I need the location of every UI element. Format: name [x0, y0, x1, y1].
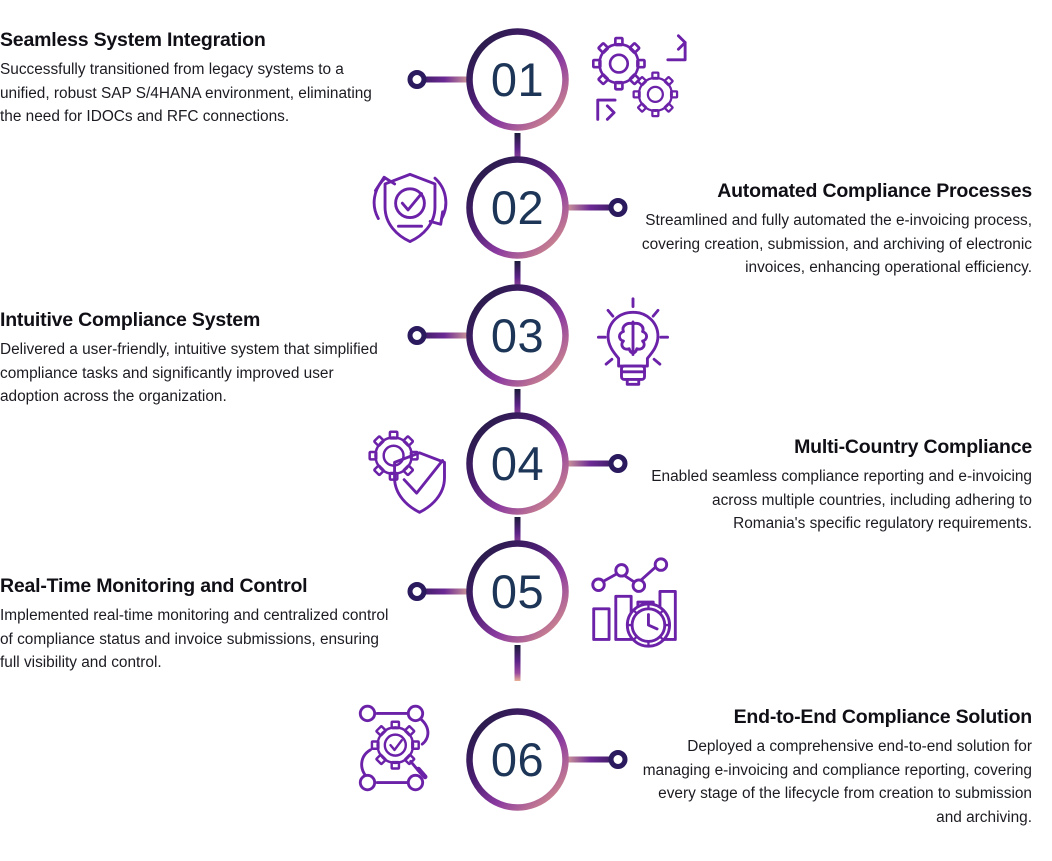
gears-sync-icon — [592, 31, 688, 127]
endpoint-dot-03 — [407, 326, 427, 345]
step-title-06: End-to-End Compliance Solution — [733, 706, 1033, 728]
connector-01-02 — [514, 133, 521, 169]
step-number-01: 01 — [491, 53, 544, 106]
step-circle-06 — [466, 708, 569, 811]
endpoint-dot-05 — [407, 582, 427, 601]
arm-01 — [420, 76, 475, 83]
step-description-04: Enabled seamless compliance reporting an… — [651, 468, 1032, 532]
step-number-02: 02 — [491, 181, 544, 234]
arm-04 — [560, 460, 615, 467]
endpoint-dot-02 — [608, 198, 628, 217]
step-circle-03 — [466, 284, 569, 387]
step-number-03: 03 — [491, 309, 544, 362]
endpoint-dot-01 — [407, 70, 427, 89]
step-title-01: Seamless System Integration — [0, 29, 266, 51]
step-text-02: Automated Compliance Processes Streamlin… — [637, 179, 1032, 280]
step-text-06: End-to-End Compliance Solution Deployed … — [637, 705, 1032, 829]
step-text-05: Real-Time Monitoring and Control Impleme… — [0, 574, 395, 675]
step-text-04: Multi-Country Compliance Enabled seamles… — [637, 435, 1032, 536]
vertical-connectors — [514, 133, 521, 681]
step-text-01: Seamless System Integration Successfully… — [0, 28, 395, 129]
step-title-02: Automated Compliance Processes — [717, 180, 1032, 202]
connector-05-06 — [514, 645, 521, 681]
connector-04-05 — [514, 517, 521, 553]
brain-lightbulb-icon — [585, 295, 681, 391]
gear-shield-check-icon — [360, 424, 456, 520]
step-circle-01 — [466, 28, 569, 131]
arm-02 — [560, 204, 615, 211]
node-06: 06 — [466, 708, 628, 811]
step-circle-04 — [466, 412, 569, 515]
step-circle-05 — [466, 540, 569, 643]
step-title-03: Intuitive Compliance System — [0, 309, 261, 331]
node-02: 02 — [466, 156, 628, 259]
step-title-05: Real-Time Monitoring and Control — [0, 575, 308, 597]
arm-03 — [420, 332, 475, 339]
step-text-03: Intuitive Compliance System Delivered a … — [0, 308, 395, 409]
step-number-06: 06 — [491, 733, 544, 786]
step-number-05: 05 — [491, 565, 544, 618]
step-title-04: Multi-Country Compliance — [794, 436, 1032, 458]
shield-check-refresh-icon — [362, 159, 458, 255]
endpoint-dot-06 — [608, 750, 628, 769]
connector-02-03 — [514, 261, 521, 297]
step-description-06: Deployed a comprehensive end-to-end solu… — [642, 738, 1032, 826]
bar-chart-clock-icon — [587, 555, 683, 651]
step-description-02: Streamlined and fully automated the e-in… — [641, 212, 1032, 276]
node-01: 01 — [407, 28, 569, 131]
node-05: 05 — [407, 540, 569, 643]
node-03: 03 — [407, 284, 569, 387]
arm-06 — [560, 756, 615, 763]
network-gear-check-icon — [355, 700, 451, 796]
step-number-04: 04 — [491, 437, 544, 490]
step-circle-02 — [466, 156, 569, 259]
endpoint-dot-04 — [608, 454, 628, 473]
step-description-05: Implemented real-time monitoring and cen… — [0, 607, 389, 671]
arm-05 — [420, 588, 475, 595]
step-description-03: Delivered a user-friendly, intuitive sys… — [0, 341, 378, 405]
node-04: 04 — [466, 412, 628, 515]
step-description-01: Successfully transitioned from legacy sy… — [0, 61, 372, 125]
connector-03-04 — [514, 389, 521, 425]
